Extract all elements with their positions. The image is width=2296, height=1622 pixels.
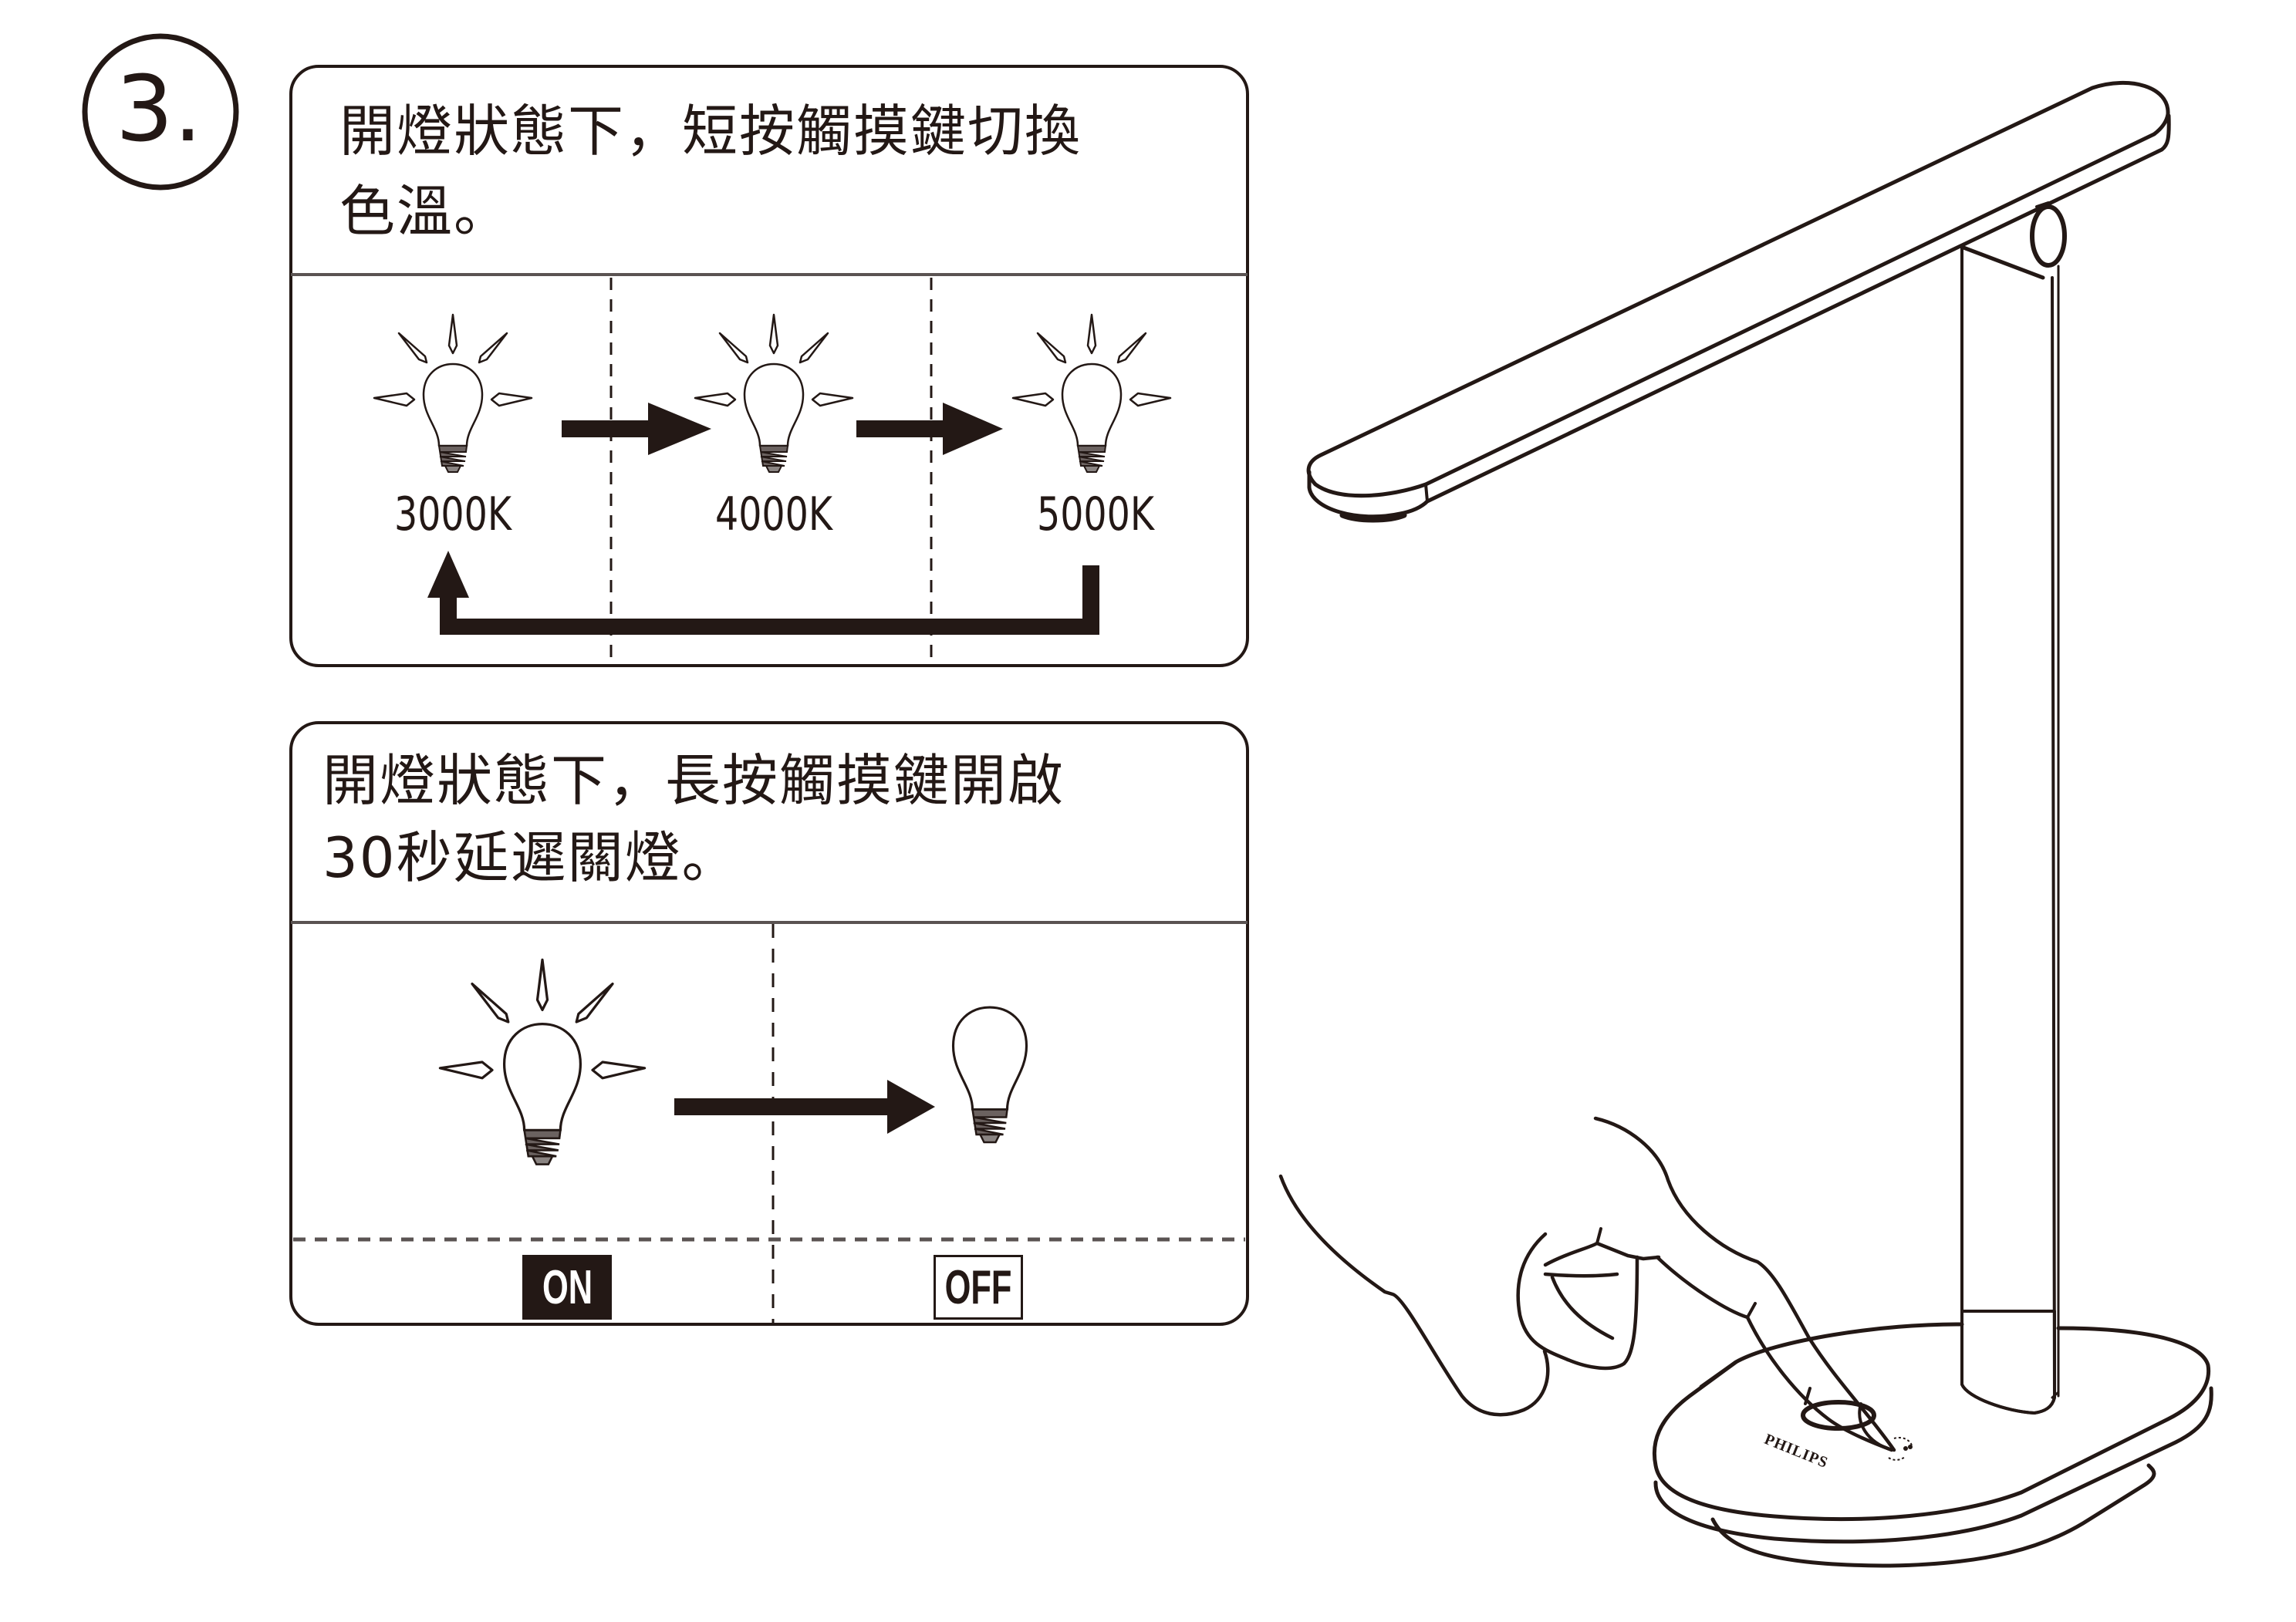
state-off-label: OFF [944,1260,1012,1314]
desk-lamp [1306,81,2213,1568]
state-off-badge: OFF [934,1255,1023,1320]
hinge [2030,204,2067,268]
short-press-instruction-line1: 開燈狀態下，短按觸摸鍵切換 [339,99,1082,164]
light-bulb-lit-icon [694,313,854,474]
long-press-instruction-line2: 30秒延遲關燈。 [322,825,739,890]
lamp-base-band [1653,1386,2213,1544]
light-bulb-lit-icon [373,313,533,474]
state-on-label: ON [542,1260,593,1314]
temperature-label-5000k: 5000K [1036,487,1154,541]
temperature-label-4000k: 4000K [714,487,832,541]
lamp-pole [1960,244,2056,1415]
lamp-head [1306,81,2170,498]
panel-long-press-frame [289,721,1249,1326]
long-press-instruction-line1: 開燈狀態下，長按觸摸鍵開啟 [322,748,1065,813]
short-press-instruction-line2: 色溫。 [339,179,512,244]
hand-pressing-touch-key [1278,1116,1913,1461]
lamp-base-foot [1710,1463,2156,1568]
arrow-right-icon [674,1080,935,1134]
state-on-badge: ON [522,1255,612,1320]
touch-key-button[interactable] [1801,1400,1876,1431]
light-bulb-lit-icon [1011,313,1172,474]
step-number: 3. [115,56,203,162]
lamp-base-top [1652,1322,2211,1522]
step-number-circle [82,33,239,191]
panel-short-press-frame [289,65,1249,667]
arrow-right-icon [856,403,1003,455]
touch-indicator-icon [1888,1437,1913,1461]
light-bulb-lit-icon [438,958,647,1166]
light-bulb-off-icon [951,1006,1028,1144]
arrow-right-icon [562,403,711,455]
temperature-label-3000k: 3000K [393,487,512,541]
loop-arrow-icon [427,551,1099,635]
